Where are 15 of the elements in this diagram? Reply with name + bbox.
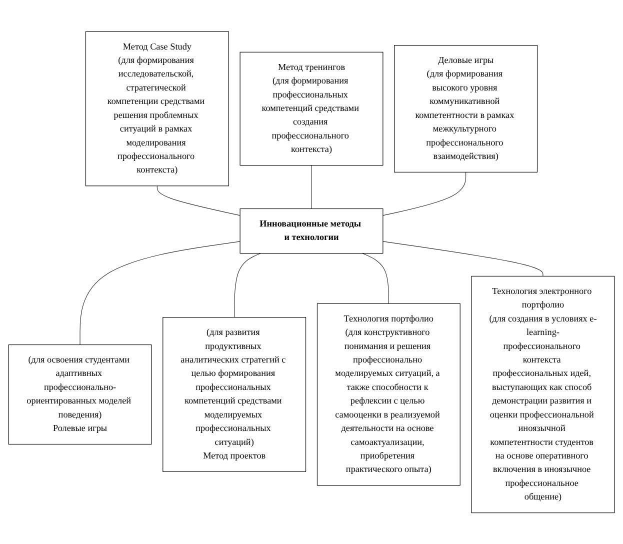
- node-box: Технология электронного портфолио (для создания в условиях e-learning-профессионального контекста профессиональных идей, выступающих как способ демонстрации развития и оценки профессиональной иноязычной компетентности студентов на основе оперативного включения в иноязычное профессиональное общение): [471, 276, 615, 513]
- connector: [382, 172, 466, 216]
- node-box: (для освоения студентами адаптивных профессионально-ориентированных моделей поведения) Ролевые игры: [8, 344, 152, 444]
- connector: [382, 240, 544, 276]
- connector: [156, 185, 240, 216]
- node-box: Метод Case Study (для формирования исследовательской, стратегической компетенции средствами решения проблемных ситуаций в рамках моделирования профессионального контекста): [85, 31, 229, 186]
- connector: [362, 252, 389, 304]
- connector: [80, 240, 240, 345]
- node-box: Метод тренингов (для формирования профессиональных компетенций средствами создания профессионального контекста): [240, 52, 384, 166]
- node-box: Деловые игры (для формирования высокого уровня коммуникативной компетентности в рамках межкультурного профессионального взаимодействия): [394, 44, 538, 172]
- connector: [311, 164, 312, 209]
- connector: [234, 252, 261, 318]
- node-box: (для развития продуктивных аналитических стратегий с целью формирования профессиональных компетенций средствами моделируемых профессиональных ситуаций) Метод проектов: [162, 316, 306, 472]
- node-box: Технология портфолио (для конструктивного понимания и решения профессионально моделируемых ситуаций, а также способности к рефлексии с целью самооценки в реализуемой деятельности на основе самоактуализации, приобретения практического опыта): [316, 303, 460, 486]
- node-box: Инновационные методы и технологии: [240, 208, 384, 254]
